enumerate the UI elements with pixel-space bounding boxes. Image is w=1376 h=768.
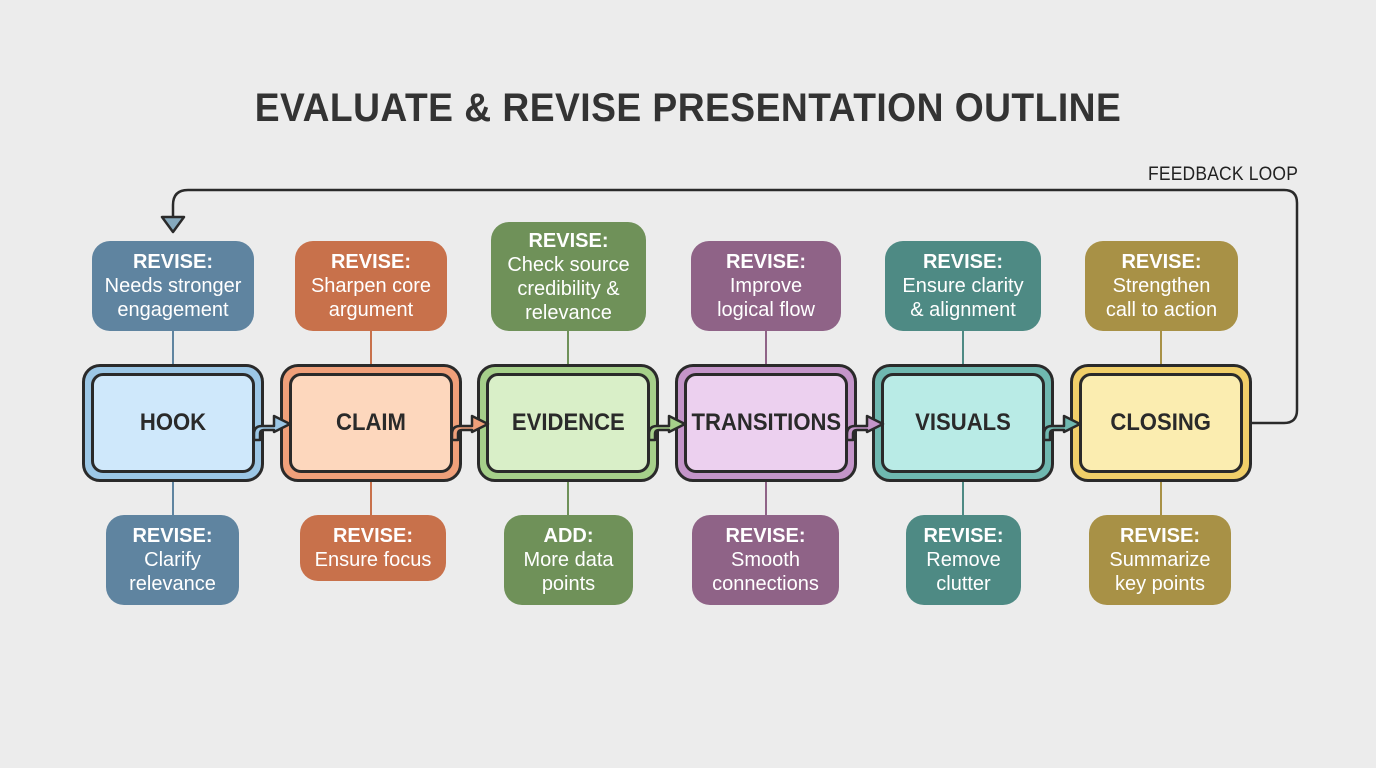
- note-text: Clarify relevance: [129, 549, 216, 595]
- note-text: Sharpen core argument: [310, 275, 432, 321]
- note-text: Needs stronger engagement: [104, 275, 242, 321]
- note-keyword: REVISE:: [1119, 525, 1201, 547]
- stage-closing: CLOSING: [1070, 364, 1252, 482]
- note-keyword: REVISE:: [725, 525, 806, 547]
- stage-label: HOOK: [139, 409, 207, 436]
- stage-transitions: TRANSITIONS: [675, 364, 857, 482]
- note-text: Ensure focus: [314, 549, 432, 571]
- feedback-arrow-head-icon: [160, 215, 186, 234]
- note-keyword: REVISE:: [332, 525, 414, 547]
- bottom-note-visuals: REVISE: Remove clutter: [906, 515, 1021, 605]
- top-note-visuals: REVISE: Ensure clarity & alignment: [885, 241, 1041, 331]
- stage-label: CLAIM: [336, 409, 406, 436]
- note-text: Strengthen call to action: [1105, 275, 1218, 321]
- stage-label: EVIDENCE: [511, 409, 625, 436]
- top-note-evidence: REVISE: Check source credibility & relev…: [491, 222, 646, 331]
- stage-claim: CLAIM: [280, 364, 462, 482]
- bottom-note-transitions: REVISE: Smooth connections: [692, 515, 839, 605]
- bottom-note-claim: REVISE: Ensure focus: [300, 515, 446, 581]
- note-text: Remove clutter: [926, 549, 1001, 595]
- note-text: Summarize key points: [1109, 549, 1211, 595]
- note-keyword: ADD:: [543, 525, 594, 547]
- top-note-hook: REVISE: Needs stronger engagement: [92, 241, 254, 331]
- note-keyword: REVISE:: [922, 251, 1004, 273]
- stage-hook: HOOK: [82, 364, 264, 482]
- note-text: More data points: [523, 549, 614, 595]
- stage-visuals: VISUALS: [872, 364, 1054, 482]
- note-keyword: REVISE:: [1121, 251, 1202, 273]
- top-note-transitions: REVISE: Improve logical flow: [691, 241, 841, 331]
- top-note-claim: REVISE: Sharpen core argument: [295, 241, 447, 331]
- feedback-loop-path: [171, 188, 1299, 425]
- feedback-loop-label: FEEDBACK LOOP: [1148, 164, 1299, 185]
- note-keyword: REVISE:: [725, 251, 807, 273]
- note-keyword: REVISE:: [132, 525, 213, 547]
- note-text: Improve logical flow: [717, 275, 815, 321]
- bottom-note-closing: REVISE: Summarize key points: [1089, 515, 1231, 605]
- note-keyword: REVISE:: [528, 229, 609, 252]
- note-text: Smooth connections: [712, 549, 819, 595]
- stage-evidence: EVIDENCE: [477, 364, 659, 482]
- diagram-title: EVALUATE & REVISE PRESENTATION OUTLINE: [254, 86, 1122, 130]
- note-keyword: REVISE:: [923, 525, 1004, 547]
- note-text: Ensure clarity & alignment: [902, 275, 1024, 321]
- note-keyword: REVISE:: [330, 251, 412, 273]
- bottom-note-evidence: ADD: More data points: [504, 515, 633, 605]
- bottom-note-hook: REVISE: Clarify relevance: [106, 515, 239, 605]
- note-keyword: REVISE:: [132, 251, 214, 273]
- stage-label: TRANSITIONS: [691, 409, 841, 436]
- top-note-closing: REVISE: Strengthen call to action: [1085, 241, 1238, 331]
- stage-label: CLOSING: [1110, 409, 1212, 436]
- stage-label: VISUALS: [915, 409, 1011, 436]
- note-text: Check source credibility & relevance: [507, 253, 630, 324]
